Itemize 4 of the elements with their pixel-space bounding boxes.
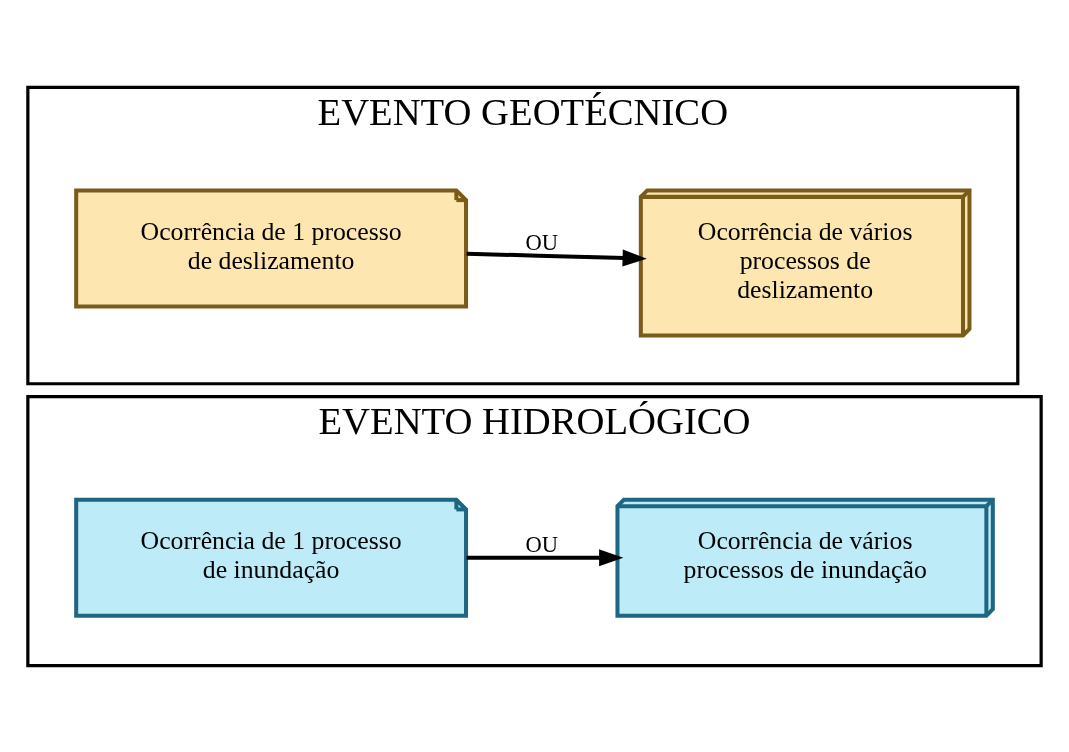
arrow xyxy=(466,548,624,566)
arrow xyxy=(466,249,647,266)
edge-label: OU xyxy=(525,531,559,557)
edge-label: OU xyxy=(525,229,559,255)
